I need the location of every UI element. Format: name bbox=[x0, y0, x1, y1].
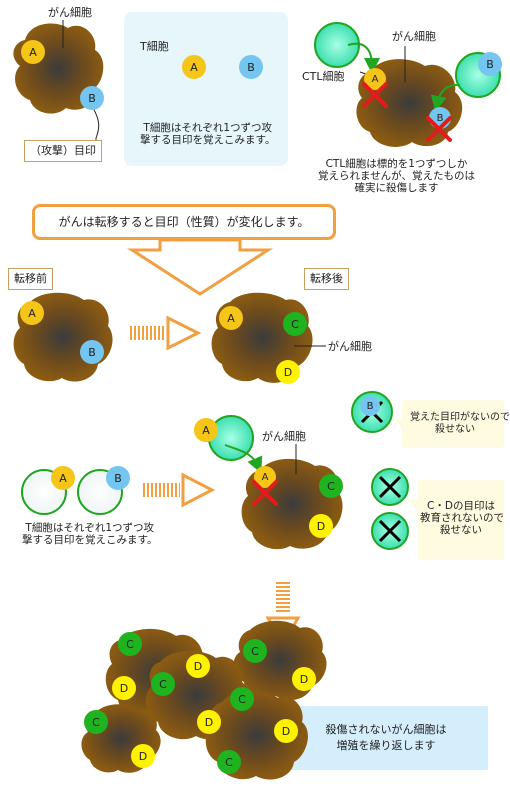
marker-a: A bbox=[194, 418, 218, 442]
label-before: 転移前 bbox=[8, 268, 53, 290]
note-no-memory-line-2: 殺せない bbox=[435, 424, 475, 435]
transition-arrow-2 bbox=[143, 472, 216, 508]
marker-c: C bbox=[151, 672, 175, 696]
label-target: （攻撃）目印 bbox=[24, 140, 102, 162]
ctl-arrow-1 bbox=[347, 42, 380, 74]
marker-a: A bbox=[254, 466, 276, 488]
marker-a: A bbox=[182, 55, 206, 79]
metastasis-callout: がんは転移すると目印（性質）が変化します。 bbox=[32, 204, 336, 240]
note-not-trained-line-2: 教育されないので bbox=[420, 512, 504, 524]
marker-b: B bbox=[80, 340, 104, 364]
ctl-note-line-1: CTL細胞は標的を1つずつしか bbox=[325, 158, 468, 170]
marker-a: A bbox=[20, 301, 44, 325]
t-cell-note2-line-1: T細胞はそれぞれ1つずつ攻 bbox=[25, 522, 155, 534]
marker-d: D bbox=[274, 719, 298, 743]
marker-d: D bbox=[276, 360, 300, 384]
marker-b: B bbox=[478, 52, 502, 76]
label-cancer-cell-3: がん細胞 bbox=[392, 30, 436, 43]
marker-b: B bbox=[429, 107, 451, 129]
label-after: 転移後 bbox=[304, 268, 349, 290]
note-not-trained-line-1: C・Dの目印は bbox=[427, 500, 495, 512]
marker-d: D bbox=[292, 667, 316, 691]
marker-b: B bbox=[80, 86, 104, 110]
ctl-arrow-3 bbox=[224, 444, 263, 474]
note-not-trained: C・Dの目印は 教育されないので 殺せない bbox=[420, 500, 504, 536]
marker-c: C bbox=[84, 710, 108, 734]
marker-c: C bbox=[319, 474, 343, 498]
bubble-not-trained bbox=[408, 480, 504, 560]
t-cell-note: T細胞はそれぞれ1つずつ攻 撃する目印を覚えこみます。 bbox=[140, 122, 275, 146]
proliferate-panel bbox=[286, 706, 488, 770]
marker-d: D bbox=[309, 514, 333, 538]
marker-c: C bbox=[243, 639, 267, 663]
label-cancer-cell-after: がん細胞 bbox=[328, 340, 372, 353]
leader-line-target bbox=[92, 107, 100, 145]
t-cell-note-2: T細胞はそれぞれ1つずつ攻 撃する目印を覚えこみます。 bbox=[22, 522, 157, 546]
marker-a: A bbox=[219, 306, 243, 330]
ctl-note-line-2: 覚えられませんが、覚えたものは bbox=[318, 170, 475, 182]
t-cell-note2-line-2: 撃する目印を覚えこみます。 bbox=[22, 534, 158, 546]
t-cell-note-line-1: T細胞はそれぞれ1つずつ攻 bbox=[143, 122, 273, 134]
marker-b: B bbox=[360, 396, 380, 416]
proliferate-note-line-2: 増殖を繰り返します bbox=[336, 739, 436, 752]
marker-b: B bbox=[106, 466, 130, 490]
marker-c: C bbox=[118, 632, 142, 656]
marker-a: A bbox=[364, 68, 386, 90]
t-cell-note-line-2: 撃する目印を覚えこみます。 bbox=[140, 134, 276, 146]
ctl-note-line-3: 確実に殺傷します bbox=[354, 182, 439, 194]
marker-d: D bbox=[186, 654, 210, 678]
ctl-cell-1 bbox=[314, 22, 360, 68]
note-not-trained-line-3: 殺せない bbox=[440, 524, 482, 536]
marker-c: C bbox=[230, 687, 254, 711]
marker-b: B bbox=[239, 55, 263, 79]
label-cancer-cell-attack: がん細胞 bbox=[262, 430, 306, 443]
marker-d: D bbox=[131, 744, 155, 768]
marker-d: D bbox=[197, 710, 221, 734]
proliferate-note: 殺傷されないがん細胞は 増殖を繰り返します bbox=[296, 722, 476, 754]
marker-a: A bbox=[51, 466, 75, 490]
t-cell-panel bbox=[124, 12, 288, 166]
note-no-memory-line-1: 覚えた目印がないので、 bbox=[410, 412, 510, 423]
bubble-no-memory bbox=[392, 400, 504, 448]
down-arrow-big bbox=[126, 238, 274, 296]
label-ctl-cell: CTL細胞 bbox=[302, 70, 345, 83]
label-t-cell: T細胞 bbox=[140, 40, 169, 53]
label-cancer-cell-1: がん細胞 bbox=[48, 6, 92, 19]
proliferate-note-line-1: 殺傷されないがん細胞は bbox=[325, 723, 447, 736]
transition-arrow-1 bbox=[130, 315, 202, 351]
note-no-memory: 覚えた目印がないので、 殺せない bbox=[410, 412, 510, 436]
marker-c: C bbox=[217, 750, 241, 774]
ctl-arrow-2 bbox=[430, 83, 461, 112]
ctl-note: CTL細胞は標的を1つずつしか 覚えられませんが、覚えたものは 確実に殺傷します bbox=[318, 158, 475, 194]
marker-d: D bbox=[112, 676, 136, 700]
marker-c: C bbox=[283, 312, 307, 336]
marker-a: A bbox=[21, 40, 45, 64]
